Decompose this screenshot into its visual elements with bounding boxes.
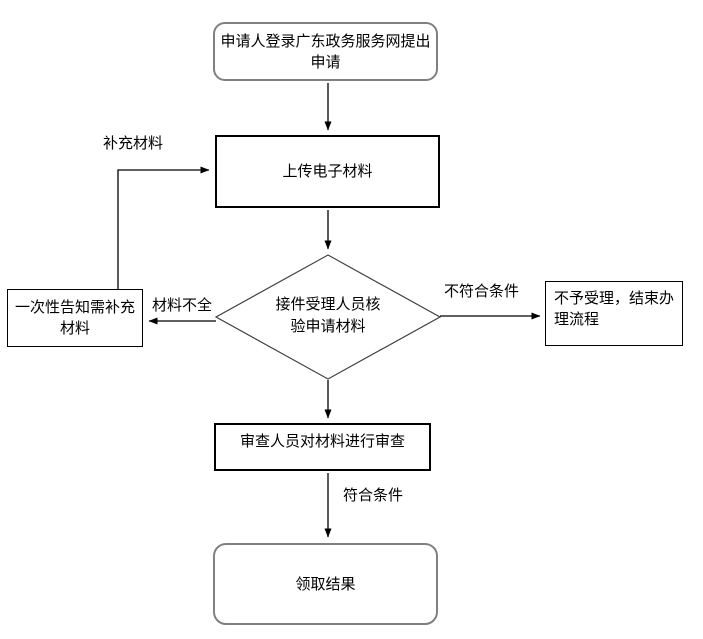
edge-label-incomplete: 材料不全	[152, 297, 213, 315]
edge-label-not-qualified: 不符合条件	[444, 283, 520, 301]
edge-label-qualified: 符合条件	[343, 487, 404, 505]
node-start: 申请人登录广东政务服务网提出申请	[213, 22, 438, 81]
node-upload-materials: 上传电子材料	[215, 135, 440, 208]
decision-diamond	[214, 254, 442, 380]
node-review: 审查人员对材料进行审查	[214, 423, 431, 471]
edge-label-supplement: 补充材料	[103, 135, 164, 153]
node-notify-supplement: 一次性告知需补充材料	[7, 289, 143, 347]
edge-notify-to-upload	[117, 166, 210, 289]
node-result: 领取结果	[213, 543, 438, 625]
node-reject: 不予受理，结束办理流程	[545, 281, 683, 346]
node-verify-decision-label: 接件受理人员核验申请材料	[275, 296, 381, 335]
